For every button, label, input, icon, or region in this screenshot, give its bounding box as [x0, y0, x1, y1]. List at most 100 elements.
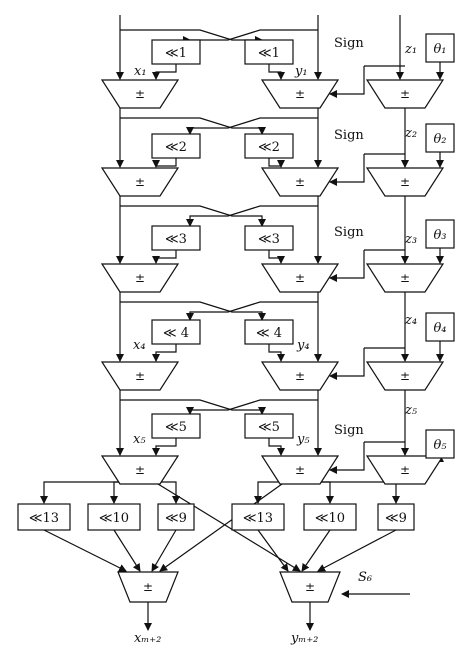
- wire: [159, 483, 283, 572]
- wire: [43, 529, 127, 572]
- wire: [254, 481, 301, 504]
- shift-left-2-text: ≪2: [165, 140, 187, 155]
- shift-right-3-text: ≪3: [258, 232, 280, 247]
- theta-box-3: [425, 219, 455, 249]
- wire: [268, 438, 285, 456]
- s6-label: S₆: [358, 570, 372, 585]
- z5-label: z₅: [404, 403, 418, 418]
- wire: [257, 529, 289, 572]
- wire: [186, 205, 318, 227]
- wire: [317, 529, 397, 572]
- adder-y-2-sign: ±: [295, 175, 305, 189]
- sign-label-3: Sign: [334, 225, 364, 240]
- shift-right-2-text: ≪2: [258, 140, 280, 155]
- z1-label: z₁: [404, 42, 417, 57]
- theta-box-5: [425, 429, 455, 459]
- wire: [268, 250, 285, 264]
- adder-x-1-sign: ±: [135, 87, 145, 101]
- adder-y-1: [260, 79, 340, 109]
- adder-x-5-sign: ±: [135, 463, 145, 477]
- wire: [329, 154, 365, 186]
- wire: [329, 66, 365, 98]
- wire: [120, 301, 266, 321]
- y4-label: y₄: [296, 338, 310, 353]
- theta-box-2: [425, 123, 455, 153]
- shift-right-2: [244, 133, 294, 159]
- adder-x-3-sign: ±: [135, 271, 145, 285]
- adder-y-1-sign: ±: [295, 87, 305, 101]
- adder-y-4: [260, 361, 340, 391]
- shift-right-5: [244, 413, 294, 439]
- final-shift-right-3: [377, 503, 415, 531]
- adder-y-2: [260, 167, 340, 197]
- shift-left-5: [151, 413, 201, 439]
- sign-label-2: Sign: [334, 128, 364, 143]
- adder-y-3: [260, 263, 340, 293]
- adder-z-3-sign: ±: [400, 271, 410, 285]
- wire: [152, 344, 177, 362]
- adder-y-5: [260, 455, 340, 485]
- y-output-label: yₘ₊₂: [290, 631, 318, 646]
- theta-box-2-text: θ₂: [433, 132, 446, 147]
- shift-right-5-text: ≪5: [258, 420, 280, 435]
- wire: [189, 29, 318, 44]
- sign-label-1: Sign: [334, 36, 364, 51]
- adder-z-1: [365, 79, 445, 109]
- wire: [120, 29, 263, 44]
- theta-box-1: [425, 33, 455, 63]
- wire: [268, 344, 285, 362]
- theta-box-5-text: θ₅: [433, 438, 447, 453]
- shift-right-4-text: ≪ 4: [256, 326, 282, 341]
- shift-left-4-text: ≪ 4: [163, 326, 189, 341]
- wire: [186, 399, 318, 415]
- adder-final-x: [117, 571, 179, 603]
- adder-y-3-sign: ±: [295, 271, 305, 285]
- adder-z-2-sign: ±: [400, 175, 410, 189]
- adder-z-5: [365, 455, 445, 485]
- wire: [120, 117, 266, 135]
- adder-z-4-sign: ±: [400, 369, 410, 383]
- wire: [120, 399, 266, 415]
- adder-y-4-sign: ±: [295, 369, 305, 383]
- wire: [113, 529, 141, 572]
- theta-box-4: [425, 312, 455, 342]
- shift-right-4: [244, 319, 294, 345]
- final-shift-left-3-text: ≪9: [165, 511, 187, 526]
- final-shift-left-1-text: ≪13: [29, 511, 59, 526]
- blocks: ≪1≪1±±±θ₁≪2≪2±±±θ₂≪3≪3±±±θ₃≪ 4≪ 4±±±θ₄≪5…: [17, 33, 455, 603]
- wire: [300, 481, 334, 504]
- final-shift-left-3: [157, 503, 195, 531]
- wire: [300, 481, 400, 504]
- wire: [268, 64, 285, 80]
- shift-left-1-text: ≪1: [165, 46, 187, 61]
- final-shift-left-1: [17, 503, 71, 531]
- theta-box-3-text: θ₃: [433, 228, 446, 243]
- wire: [140, 481, 180, 504]
- wire: [40, 481, 141, 504]
- final-shift-left-2: [87, 503, 141, 531]
- x4-label: x₄: [133, 338, 146, 353]
- y5-label: y₅: [296, 432, 310, 447]
- final-shift-right-2-text: ≪10: [315, 511, 345, 526]
- adder-x-4-sign: ±: [135, 369, 145, 383]
- theta-box-1-text: θ₁: [433, 42, 446, 57]
- wire: [152, 64, 177, 80]
- adder-y-5-sign: ±: [295, 463, 305, 477]
- wire: [186, 117, 318, 135]
- labels: x₁ y₁ x₄ y₄ x₅ y₅ Sign Sign Sign Sign z₁…: [133, 36, 418, 646]
- adder-z-4: [365, 361, 445, 391]
- final-shift-right-1-text: ≪13: [243, 511, 273, 526]
- x-output-label: xₘ₊₂: [134, 631, 161, 646]
- z3-label: z₃: [404, 232, 417, 247]
- wire: [329, 348, 365, 380]
- wire: [329, 250, 365, 282]
- adder-z-1-sign: ±: [400, 87, 410, 101]
- wire: [152, 250, 177, 264]
- shift-left-3: [151, 225, 201, 251]
- adder-final-x-sign: ±: [143, 580, 153, 594]
- wire: [186, 301, 318, 321]
- adder-x-2-sign: ±: [135, 175, 145, 189]
- adder-x-4: [100, 361, 180, 391]
- final-shift-left-2-text: ≪10: [99, 511, 129, 526]
